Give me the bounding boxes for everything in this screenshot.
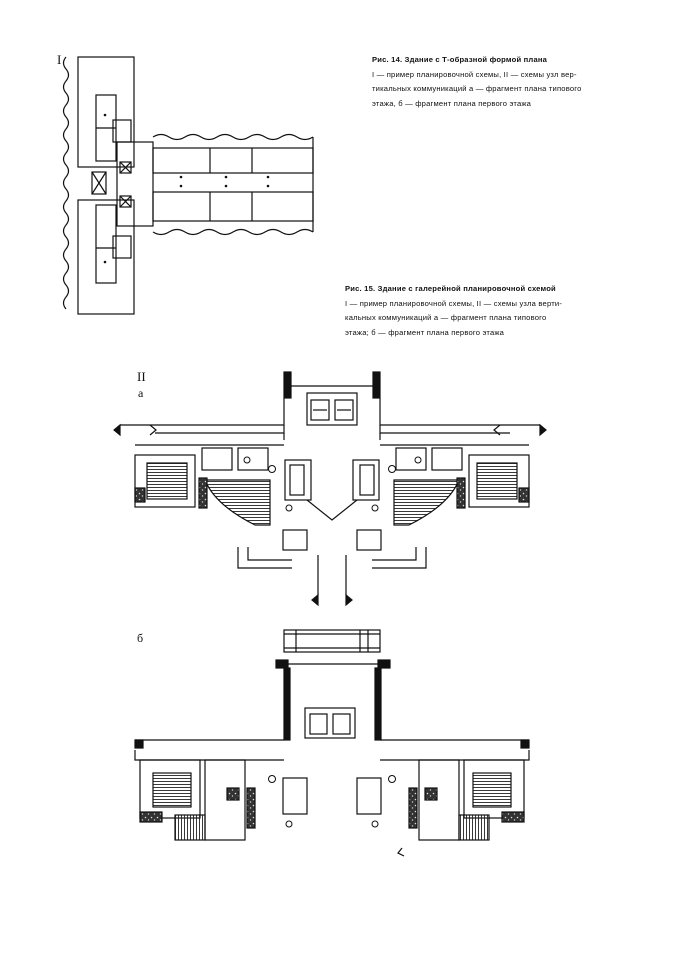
label-first-floor: б: [137, 631, 144, 645]
figure-15-line-3: этажа; б — фрагмент плана первого этажа: [345, 327, 505, 337]
corridor-dots: [103, 113, 270, 264]
figure-14-line-3: этажа, б — фрагмент плана первого этажа: [372, 98, 532, 108]
figure-15-title: Рис. 15. Здание с галерейной планировочн…: [345, 284, 556, 293]
label-part-two: II: [137, 369, 146, 384]
figure-14-line-1: I — пример планировочной схемы, II — схе…: [372, 69, 577, 79]
label-typical-floor: а: [138, 386, 144, 400]
typical-floor-plan: [113, 371, 547, 607]
t-shaped-plan: [62, 56, 314, 315]
label-part-one: I: [57, 52, 62, 67]
figure-14-caption: Рис. 14. Здание с Т-образной формой план…: [372, 53, 602, 111]
figure-14-title: Рис. 14. Здание с Т-образной формой план…: [372, 55, 548, 64]
first-floor-plan: [134, 629, 530, 857]
fixture-circles-a: [243, 456, 422, 512]
figure-14-line-2: тикальных коммуникаций а — фрагмент план…: [372, 84, 582, 93]
figure-15-line-1: I — пример планировочной схемы, II — схе…: [345, 298, 563, 308]
figure-15-line-2: кальных коммуникаций а — фрагмент плана …: [345, 313, 547, 322]
fixture-circles-b: [268, 775, 396, 828]
figure-15-caption: Рис. 15. Здание с галерейной планировочн…: [345, 282, 607, 340]
